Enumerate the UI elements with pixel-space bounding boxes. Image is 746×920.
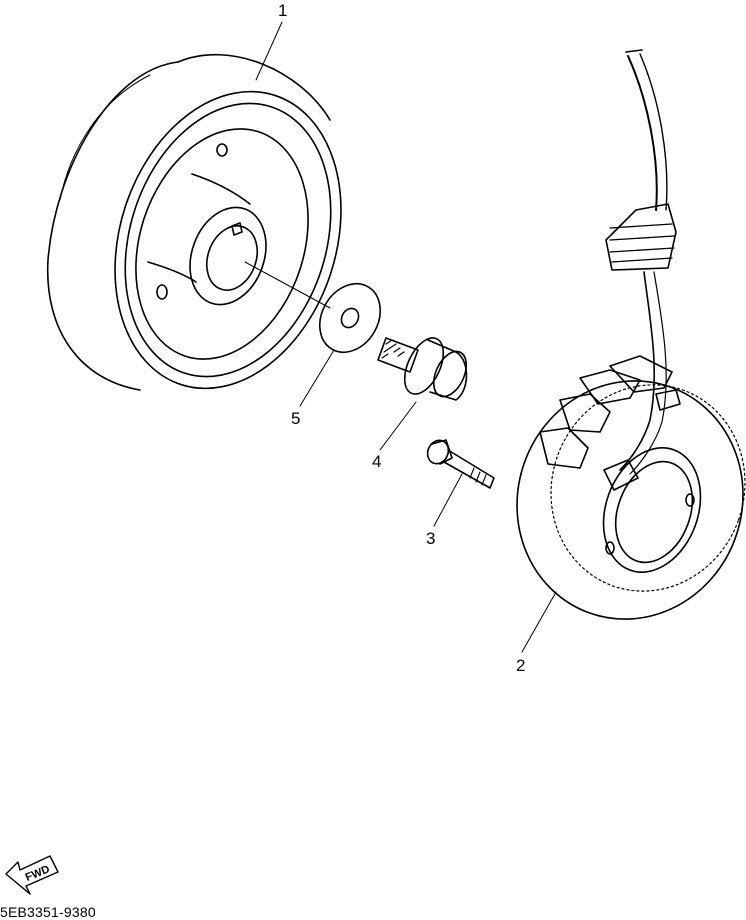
callout-4: 4 [372, 452, 382, 471]
document-code: 5EB3351-9380 [0, 904, 96, 920]
screw [426, 439, 495, 489]
callout-3: 3 [426, 529, 436, 548]
callout-5: 5 [291, 409, 301, 428]
leader-line-2 [521, 591, 557, 653]
washer [319, 283, 381, 353]
stator-assembly [516, 49, 746, 620]
leader-line-5 [299, 349, 335, 407]
rotor-flywheel [46, 53, 342, 391]
callout-2: 2 [516, 656, 526, 675]
callout-1: 1 [278, 1, 288, 20]
leader-line-4 [379, 401, 417, 451]
flange-bolt [377, 337, 468, 401]
leader-line-1 [255, 21, 283, 81]
leader-lines [255, 21, 557, 653]
assembly-axis-line [244, 261, 331, 309]
fwd-arrow-icon: FWD [5, 855, 59, 895]
leader-line-3 [433, 473, 463, 527]
